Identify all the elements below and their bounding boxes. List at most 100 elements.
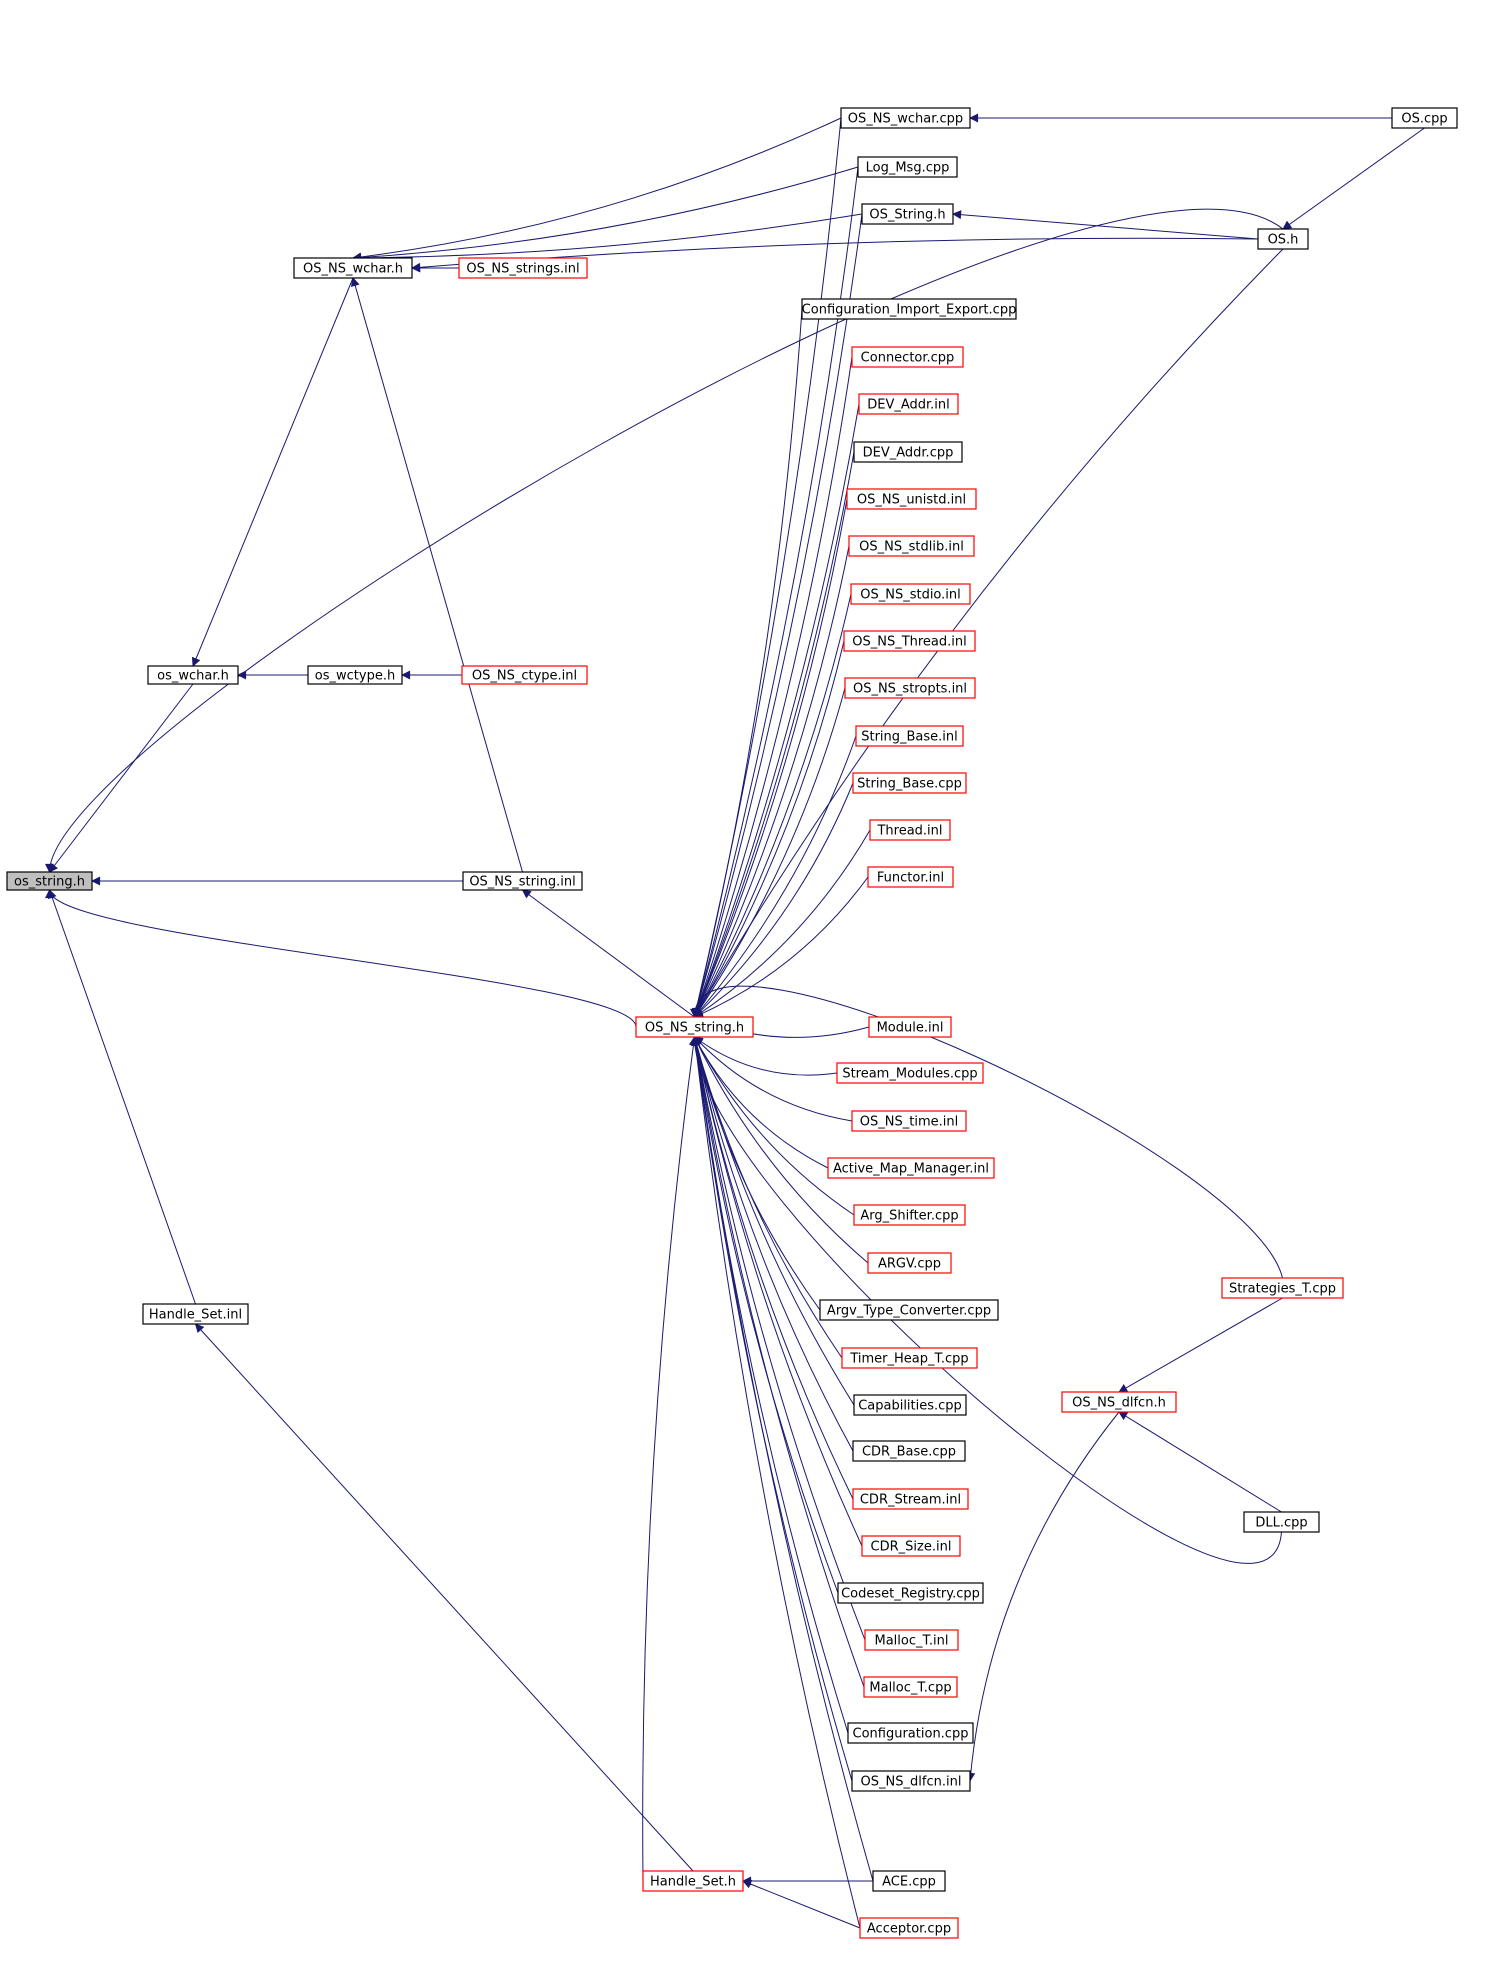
- node-Malloc_T_cpp[interactable]: Malloc_T.cpp: [863, 1676, 958, 1698]
- edge-line: [691, 1036, 874, 1882]
- node-os_wctype_h[interactable]: os_wctype.h: [307, 665, 403, 685]
- node-label: Module.inl: [877, 1021, 944, 1036]
- node-OS_NS_dlfcn_inl[interactable]: OS_NS_dlfcn.inl: [851, 1770, 971, 1792]
- node-label: OS_NS_stdio.inl: [860, 588, 961, 603]
- edge-Connector_cpp-to-OS_NS_string_h: [692, 356, 853, 1018]
- edge-line: [690, 1036, 1282, 1564]
- node-box: [857, 156, 958, 178]
- edge-Handle_Set_inl-to-os_string_h: [47, 889, 196, 1305]
- node-OS_NS_time_inl[interactable]: OS_NS_time.inl: [851, 1110, 967, 1132]
- node-label: OS_NS_wchar.h: [303, 262, 403, 277]
- edge-line: [1282, 127, 1425, 230]
- node-Malloc_T_inl[interactable]: Malloc_T.inl: [864, 1629, 959, 1651]
- node-Handle_Set_h[interactable]: Handle_Set.h: [642, 1870, 744, 1892]
- node-label: Configuration.cpp: [853, 1727, 969, 1742]
- edge-Configuration_Import_Export_cpp-to-OS_NS_string_h: [692, 308, 803, 1018]
- node-Acceptor_cpp[interactable]: Acceptor.cpp: [859, 1917, 959, 1939]
- node-box: [851, 1110, 967, 1132]
- node-Connector_cpp[interactable]: Connector.cpp: [851, 346, 964, 368]
- node-Handle_Set_inl[interactable]: Handle_Set.inl: [142, 1303, 249, 1325]
- node-Log_Msg_cpp[interactable]: Log_Msg.cpp: [857, 156, 958, 178]
- node-box: [844, 677, 976, 699]
- edge-line: [692, 1036, 855, 1406]
- edge-DEV_Addr_cpp-to-OS_NS_string_h: [693, 451, 855, 1018]
- edge-OS_NS_string_h-to-OS_NS_string_inl: [521, 889, 695, 1018]
- node-Stream_Modules_cpp[interactable]: Stream_Modules.cpp: [836, 1062, 984, 1084]
- node-os_wchar_h[interactable]: os_wchar.h: [147, 665, 239, 685]
- node-Timer_Heap_T_cpp[interactable]: Timer_Heap_T.cpp: [841, 1347, 978, 1369]
- node-CDR_Size_inl[interactable]: CDR_Size.inl: [861, 1535, 961, 1557]
- node-CDR_Base_cpp[interactable]: CDR_Base.cpp: [852, 1440, 966, 1462]
- node-box: [293, 257, 413, 279]
- node-OS_NS_stropts_inl[interactable]: OS_NS_stropts.inl: [844, 677, 976, 699]
- edge-line: [693, 451, 855, 1018]
- edge-line: [693, 498, 848, 1018]
- edge-OS_NS_Thread_inl-to-OS_NS_string_h: [694, 640, 845, 1018]
- edge-line: [1118, 1297, 1283, 1393]
- node-OS_NS_dlfcn_h[interactable]: OS_NS_dlfcn.h: [1061, 1391, 1177, 1413]
- node-CDR_Stream_inl[interactable]: CDR_Stream.inl: [852, 1488, 969, 1510]
- edge-line: [45, 208, 1284, 873]
- edge-line: [690, 1036, 861, 1929]
- node-label: OS_NS_unistd.inl: [857, 493, 966, 508]
- node-Strategies_T_cpp[interactable]: Strategies_T.cpp: [1221, 1277, 1344, 1299]
- edge-OS_NS_wchar_cpp-to-OS_NS_string_h: [691, 117, 842, 1018]
- node-Thread_inl[interactable]: Thread.inl: [869, 819, 951, 841]
- node-DLL_cpp[interactable]: DLL.cpp: [1243, 1511, 1320, 1533]
- node-label: Codeset_Registry.cpp: [841, 1587, 980, 1602]
- edge-line: [691, 1036, 849, 1734]
- edge-OS_NS_string_inl-to-OS_NS_wchar_h: [350, 277, 523, 873]
- node-OS_NS_wchar_cpp[interactable]: OS_NS_wchar.cpp: [840, 107, 971, 129]
- node-Configuration_cpp[interactable]: Configuration.cpp: [847, 1722, 974, 1744]
- node-Functor_inl[interactable]: Functor.inl: [867, 866, 954, 888]
- node-label: OS_String.h: [869, 208, 945, 223]
- node-OS_cpp[interactable]: OS.cpp: [1391, 107, 1458, 129]
- node-String_Base_inl[interactable]: String_Base.inl: [855, 725, 964, 747]
- node-ACE_cpp[interactable]: ACE.cpp: [872, 1870, 946, 1892]
- node-label: Handle_Set.h: [650, 1875, 736, 1890]
- node-box: [840, 107, 971, 129]
- edge-line: [692, 213, 863, 1018]
- node-OS_NS_stdlib_inl[interactable]: OS_NS_stdlib.inl: [848, 535, 975, 557]
- node-Capabilities_cpp[interactable]: Capabilities.cpp: [853, 1394, 967, 1416]
- node-box: [827, 1157, 995, 1179]
- node-OS_NS_string_h[interactable]: OS_NS_string.h: [635, 1016, 754, 1038]
- node-OS_NS_wchar_h[interactable]: OS_NS_wchar.h: [293, 257, 413, 279]
- edge-line: [691, 1036, 866, 1641]
- node-Active_Map_Manager_inl[interactable]: Active_Map_Manager.inl: [827, 1157, 995, 1179]
- node-Argv_Type_Converter_cpp[interactable]: Argv_Type_Converter.cpp: [819, 1299, 999, 1321]
- node-Arg_Shifter_cpp[interactable]: Arg_Shifter.cpp: [853, 1204, 966, 1226]
- node-OS_NS_Thread_inl[interactable]: OS_NS_Thread.inl: [843, 630, 976, 652]
- node-box: [841, 1347, 978, 1369]
- edge-line: [47, 889, 196, 1305]
- node-label: OS_NS_dlfcn.inl: [861, 1775, 962, 1790]
- edge-Capabilities_cpp-to-OS_NS_string_h: [692, 1036, 855, 1406]
- edge-CDR_Stream_inl-to-OS_NS_string_h: [691, 1036, 854, 1500]
- node-OS_h[interactable]: OS.h: [1257, 228, 1309, 250]
- node-label: OS.cpp: [1401, 112, 1447, 127]
- node-Configuration_Import_Export_cpp[interactable]: Configuration_Import_Export.cpp: [801, 298, 1017, 320]
- node-OS_NS_strings_inl[interactable]: OS_NS_strings.inl: [458, 257, 588, 279]
- node-box: [642, 1870, 744, 1892]
- node-OS_NS_stdio_inl[interactable]: OS_NS_stdio.inl: [850, 583, 971, 605]
- node-Codeset_Registry_cpp[interactable]: Codeset_Registry.cpp: [837, 1582, 984, 1604]
- node-box: [1391, 107, 1458, 129]
- node-OS_NS_ctype_inl[interactable]: OS_NS_ctype.inl: [461, 665, 588, 685]
- node-OS_String_h[interactable]: OS_String.h: [861, 203, 954, 225]
- node-OS_NS_string_inl[interactable]: OS_NS_string.inl: [462, 871, 583, 891]
- node-label: DEV_Addr.inl: [867, 398, 950, 413]
- node-OS_NS_unistd_inl[interactable]: OS_NS_unistd.inl: [846, 488, 977, 510]
- node-DEV_Addr_inl[interactable]: DEV_Addr.inl: [858, 393, 959, 415]
- node-label: Strategies_T.cpp: [1229, 1282, 1336, 1297]
- node-label: Active_Map_Manager.inl: [833, 1162, 989, 1177]
- edge-line: [194, 1323, 694, 1872]
- node-DEV_Addr_cpp[interactable]: DEV_Addr.cpp: [853, 441, 963, 463]
- node-os_string_h[interactable]: os_string.h: [6, 871, 93, 891]
- edge-line: [691, 1036, 854, 1500]
- node-Module_inl[interactable]: Module.inl: [868, 1016, 952, 1038]
- edge-line: [694, 1036, 855, 1216]
- node-ARGV_cpp[interactable]: ARGV.cpp: [867, 1252, 952, 1274]
- node-label: CDR_Base.cpp: [862, 1445, 956, 1460]
- node-box: [869, 819, 951, 841]
- node-String_Base_cpp[interactable]: String_Base.cpp: [852, 772, 967, 794]
